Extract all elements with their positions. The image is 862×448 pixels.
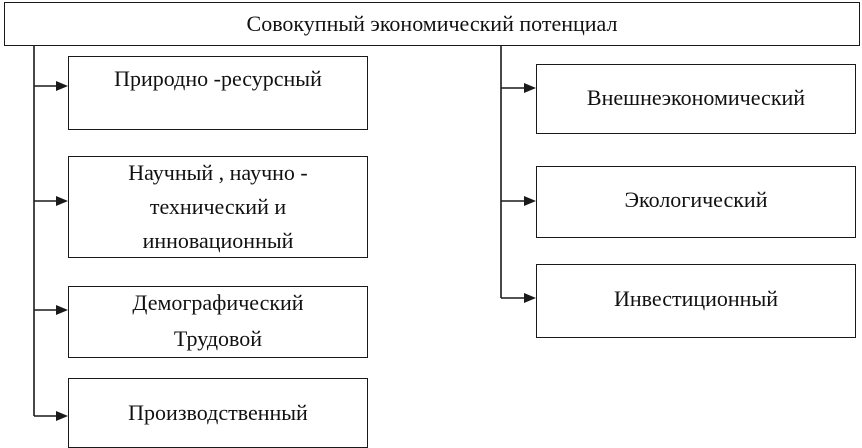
arrow-icon bbox=[56, 305, 68, 315]
node-label: Природно -ресурсный bbox=[114, 66, 322, 91]
node-label-line-2: технический и bbox=[149, 194, 287, 219]
node-scientific-technical: Научный , научно - технический и инновац… bbox=[68, 156, 368, 258]
node-natural-resource: Природно -ресурсный bbox=[68, 56, 368, 130]
node-label: Внешнеэкономический bbox=[586, 85, 806, 110]
root-node: Совокупный экономический потенциал bbox=[4, 2, 860, 46]
arrow-icon bbox=[56, 196, 68, 206]
node-label: Инвестиционный bbox=[613, 286, 779, 311]
arrow-icon bbox=[524, 293, 536, 303]
node-ecological: Экологический bbox=[536, 166, 856, 238]
arrow-icon bbox=[524, 83, 536, 93]
node-label: Экологический bbox=[624, 187, 768, 212]
arrow-icon bbox=[56, 81, 68, 91]
node-demographic-labor: Демографический Трудовой bbox=[68, 286, 368, 358]
node-production: Производственный bbox=[68, 378, 368, 448]
node-foreign-economic: Внешнеэкономический bbox=[536, 64, 856, 134]
arrow-icon bbox=[524, 196, 536, 206]
arrow-icon bbox=[56, 411, 68, 421]
node-label-line-3: инновационный bbox=[142, 228, 294, 253]
node-label-line-1: Демографический bbox=[132, 290, 304, 315]
node-label: Производственный bbox=[128, 400, 308, 425]
root-label: Совокупный экономический потенциал bbox=[246, 11, 618, 36]
node-label-line-1: Научный , научно - bbox=[128, 160, 308, 185]
node-label-line-2: Трудовой bbox=[173, 326, 263, 351]
node-investment: Инвестиционный bbox=[536, 264, 856, 338]
